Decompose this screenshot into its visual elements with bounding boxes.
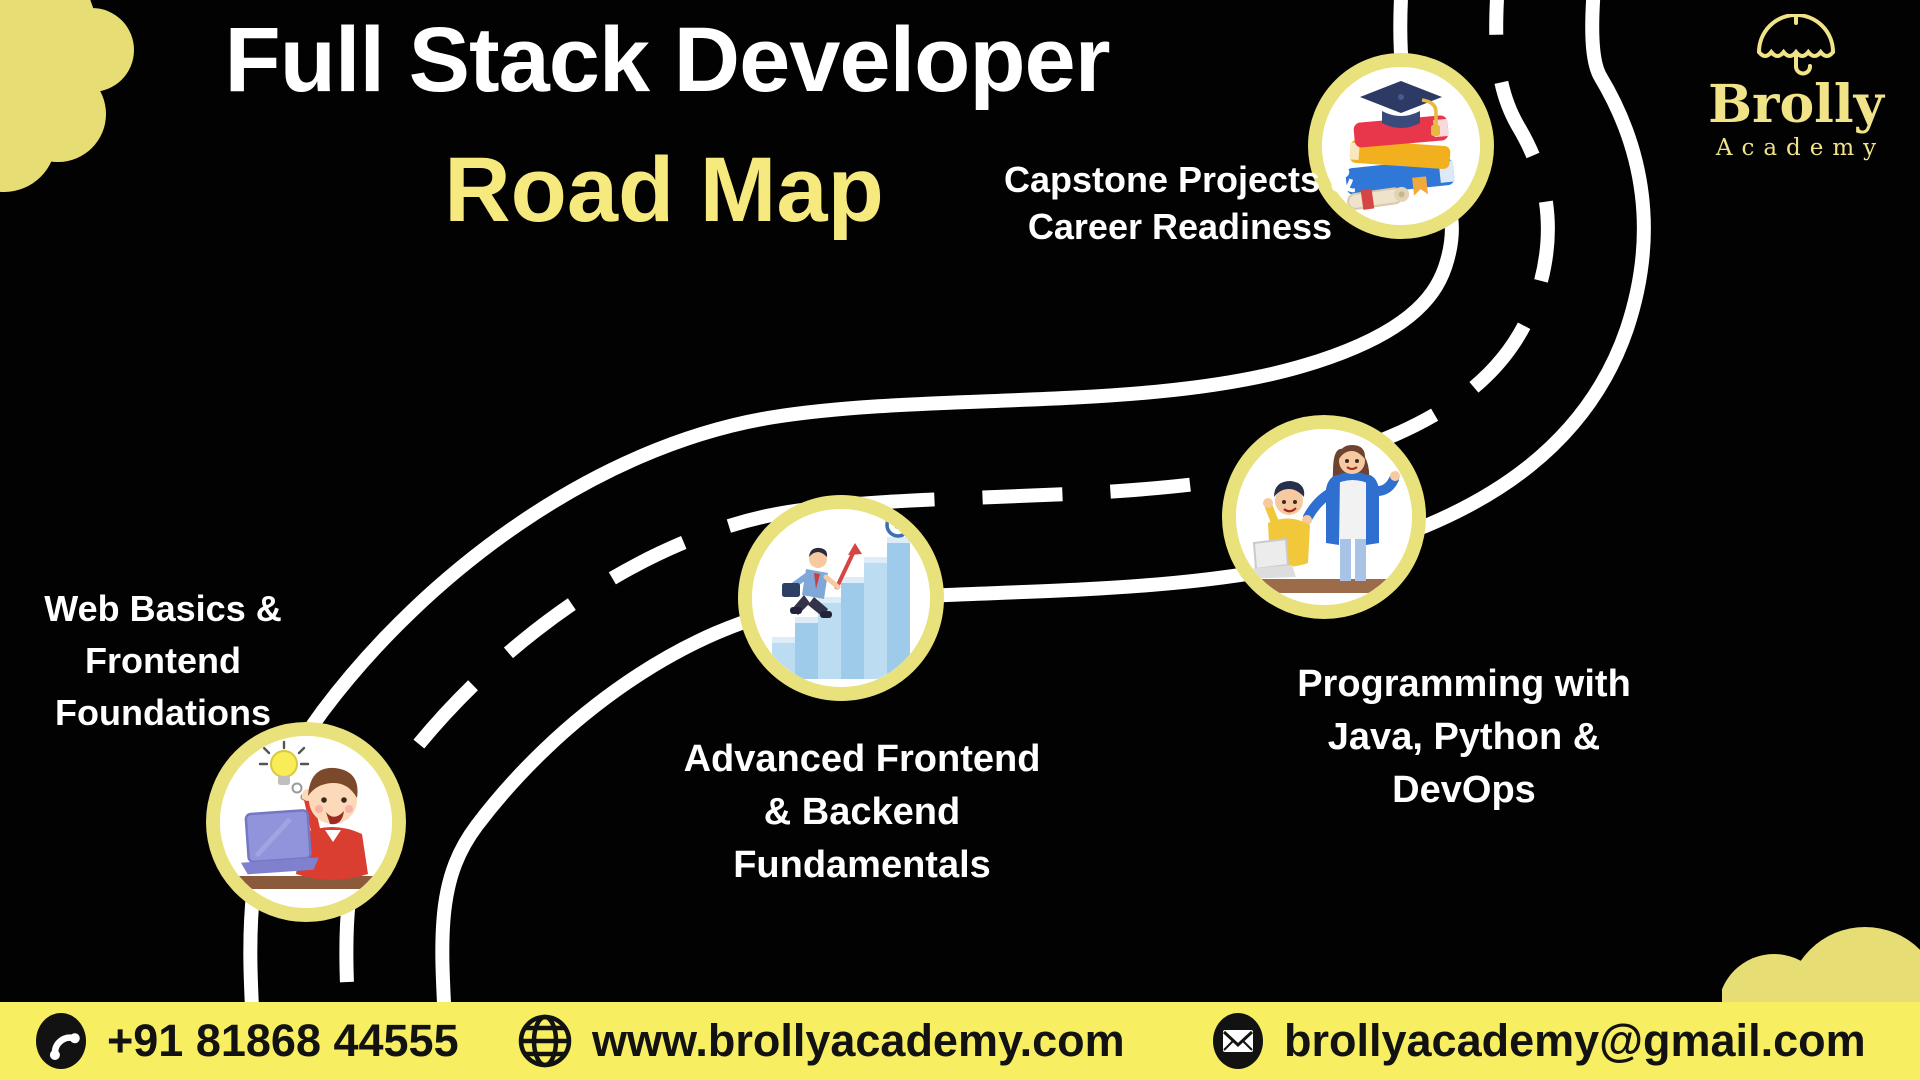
- milestone-illustration-kid-at-laptop: [220, 736, 392, 908]
- milestone-illustration-graduation: [1322, 67, 1480, 225]
- label-line: DevOps: [1392, 769, 1536, 811]
- label-line: Career Readiness: [1027, 206, 1333, 247]
- milestone-label-programming: Programming with Java, Python & DevOps: [1297, 658, 1631, 817]
- email-address: brollyacademy@gmail.com: [1284, 1015, 1866, 1066]
- milestone-label-web-basics: Web Basics & Frontend Foundations: [44, 583, 281, 739]
- corner-blob-bottom-right: [1722, 927, 1920, 1004]
- page-subtitle: Road Map: [444, 139, 884, 241]
- website-contact: www.brollyacademy.com: [516, 1002, 1125, 1080]
- label-line: & Backend: [763, 791, 961, 833]
- phone-icon: [36, 1013, 86, 1069]
- umbrella-icon: [1757, 14, 1835, 76]
- label-line: Web Basics &: [44, 588, 282, 629]
- lightbulb-icon: [258, 740, 310, 801]
- page-title: Full Stack Developer: [224, 9, 1111, 111]
- brand-name: Brolly: [1708, 74, 1884, 135]
- email-contact: brollyacademy@gmail.com: [1210, 1002, 1866, 1080]
- label-line: Fundamentals: [733, 844, 991, 886]
- label-line: Capstone Projects &: [1003, 159, 1357, 200]
- milestone-label-capstone: Capstone Projects & Career Readiness: [1004, 156, 1356, 250]
- footer-bar: +91 81868 44555 www.brollyacademy.com: [0, 1002, 1920, 1080]
- milestone-label-advanced-frontend: Advanced Frontend & Backend Fundamentals: [684, 733, 1041, 892]
- milestone-circle-advanced-frontend: [738, 495, 944, 701]
- milestone-illustration-mentor-student: [1236, 429, 1412, 605]
- phone-contact: +91 81868 44555: [33, 1002, 459, 1080]
- phone-number: +91 81868 44555: [107, 1015, 459, 1066]
- label-line: Programming with: [1297, 663, 1631, 705]
- corner-blob-top-left: [0, 0, 134, 192]
- milestone-circle-web-basics: [206, 722, 406, 922]
- website-url: www.brollyacademy.com: [592, 1015, 1125, 1066]
- label-line: Advanced Frontend: [683, 738, 1041, 780]
- label-line: Foundations: [55, 692, 271, 733]
- brand-subname: Academy: [1715, 135, 1886, 161]
- milestone-circle-programming: [1222, 415, 1426, 619]
- brand-logo: Brolly Academy: [1698, 14, 1894, 161]
- milestone-illustration-stairs-climber: [752, 509, 930, 687]
- email-icon: [1213, 1013, 1263, 1069]
- label-line: Java, Python &: [1327, 716, 1601, 758]
- label-line: Frontend: [85, 640, 241, 681]
- globe-icon: [518, 1014, 572, 1068]
